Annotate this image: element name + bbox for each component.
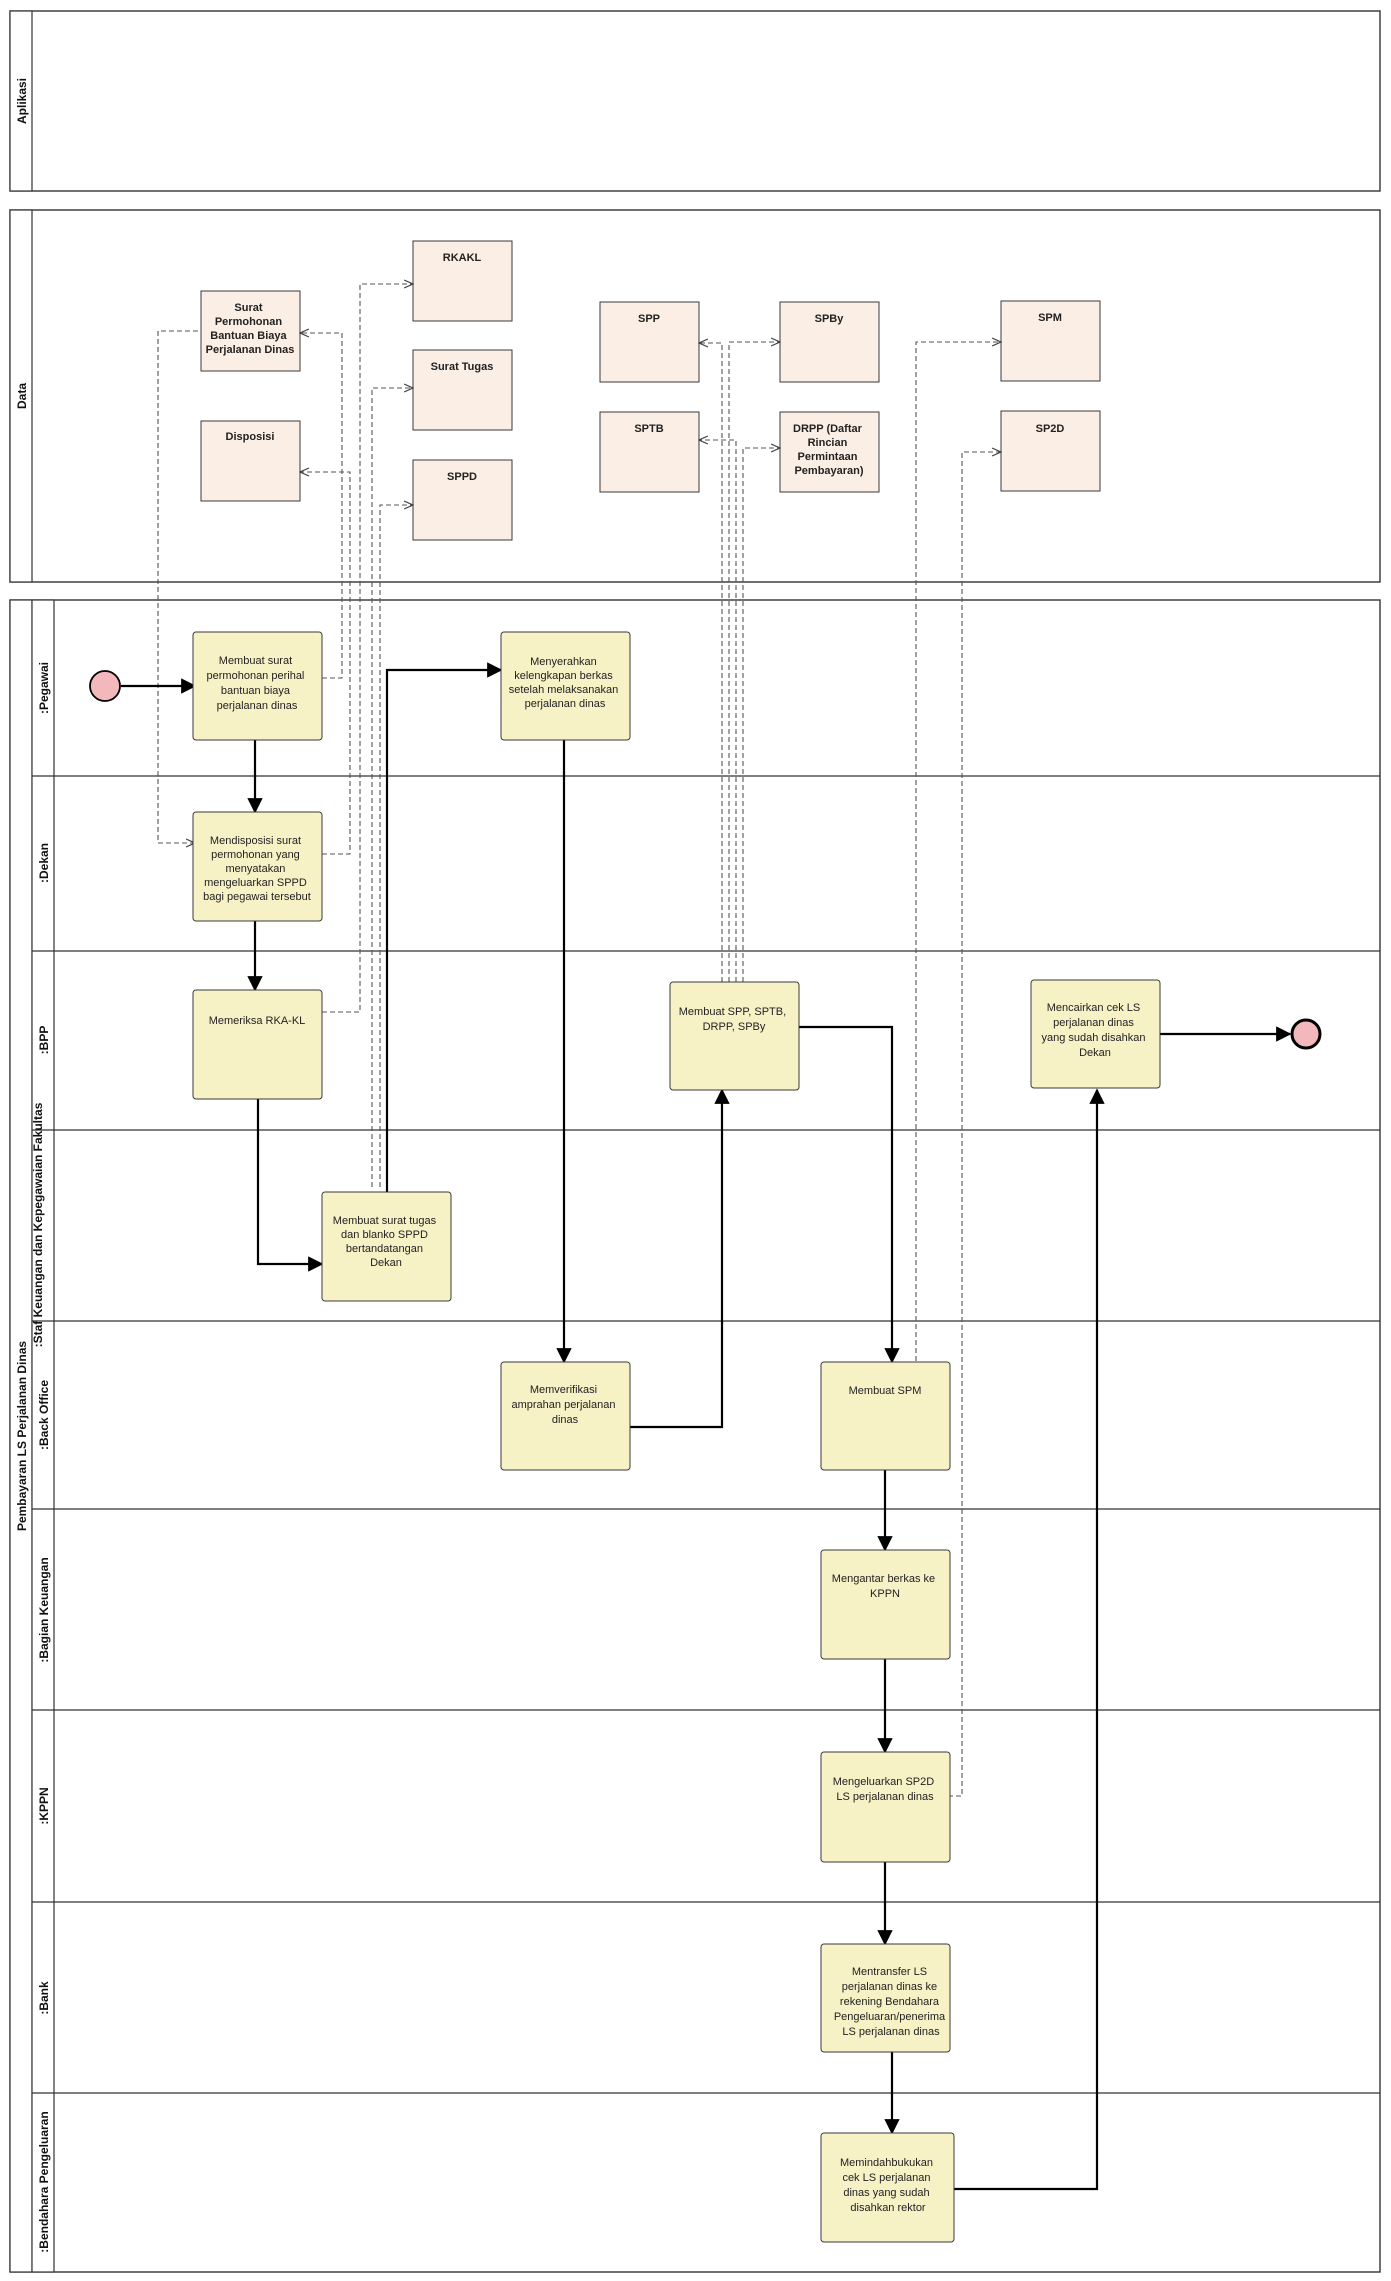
activity-mencairkan-cek <box>1030 979 1161 1089</box>
pool-data-label: Data <box>15 383 29 409</box>
data-sptb <box>599 411 700 493</box>
data-surat-permohonan <box>200 290 301 372</box>
svg-text:Disposisi: Disposisi <box>226 431 275 443</box>
data-spm <box>1000 300 1101 382</box>
start-event <box>89 670 121 702</box>
lane-label-kppn: :KPPN <box>37 1787 51 1824</box>
activity-memeriksa-rka-kl <box>192 989 323 1100</box>
svg-text:SPPD: SPPD <box>447 471 477 483</box>
svg-text:Mengantar berkas ke KPPN: Mengantar berkas ke KPPN <box>832 1573 938 1600</box>
activity-memverifikasi-amprahan <box>500 1361 631 1471</box>
end-event <box>1290 1018 1322 1050</box>
lane-label-back-office: :Back Office <box>37 1380 51 1450</box>
activity-membuat-spm <box>820 1361 951 1471</box>
activity-membuat-surat-tugas <box>321 1191 452 1302</box>
data-surat-tugas <box>412 349 513 431</box>
svg-text:Menyerahkan kelengkapan: Menyerahkan kelengkapan berkas setelah m… <box>509 656 622 710</box>
svg-text:Membuat surat permohonan: Membuat surat permohonan perihal bantuan… <box>207 655 308 712</box>
svg-text:SP2D: SP2D <box>1036 423 1065 435</box>
svg-text:Membuat SPM: Membuat SPM <box>849 1385 922 1397</box>
lane-label-bagian-keuangan: :Bagian Keuangan <box>37 1557 51 1662</box>
pool-data: Data <box>9 209 1381 583</box>
svg-text:Mengeluarkan SP2D LS per: Mengeluarkan SP2D LS perjalanan dinas <box>833 1776 938 1803</box>
svg-text:Surat Tugas: Surat Tugas <box>431 361 494 373</box>
svg-text:Surat Permohonan B: Surat Permohonan Bantuan Biaya Perjalana… <box>206 302 295 356</box>
svg-text:Mendisposisi surat permo: Mendisposisi surat permohonan yang menya… <box>203 835 311 903</box>
svg-text:Memverifikasi amprahan p: Memverifikasi amprahan perjalanan dinas <box>511 1384 618 1426</box>
activity-membuat-spp <box>669 981 800 1091</box>
data-spp <box>599 301 700 383</box>
activity-mendisposisi-surat <box>192 811 323 922</box>
svg-text:SPM: SPM <box>1038 312 1062 324</box>
lane-label-bendahara: :Bendahara Pengeluaran <box>37 2111 51 2252</box>
data-rkakl <box>412 240 513 322</box>
activities: Membuat surat permohonan perihal bantuan… <box>192 631 1161 2243</box>
data-objects: Surat Permohonan Bantuan Biaya Perjalana… <box>200 240 1101 541</box>
activity-menyerahkan-kelengkapan <box>500 631 631 741</box>
data-sppd <box>412 459 513 541</box>
activity-memindahbukukan-cek <box>820 2132 955 2243</box>
activity-mengeluarkan-sp2d <box>820 1751 951 1863</box>
svg-text:DRPP (Daftar Rincian: DRPP (Daftar Rincian Permintaan Pembayar… <box>793 423 865 477</box>
svg-text:Membuat surat tugas dan: Membuat surat tugas dan blanko SPPD bert… <box>333 1215 439 1269</box>
data-sp2d <box>1000 410 1101 492</box>
data-spby <box>779 301 880 383</box>
activity-mengantar-berkas <box>820 1549 951 1660</box>
data-associations <box>157 284 1001 1797</box>
data-drpp <box>779 411 880 493</box>
data-disposisi <box>200 420 301 502</box>
lane-label-staf-keuangan: :Staf Keuangan dan Kepegawaian Fakultas <box>31 1102 45 1347</box>
lane-label-bank: :Bank <box>37 1981 51 2015</box>
svg-text:Memindahbukukan cek LS p: Memindahbukukan cek LS perjalanan dinas … <box>840 2157 936 2214</box>
lane-label-pegawai: :Pegawai <box>37 662 51 714</box>
pool-process-label: Pembayaran LS Perjalanan Dinas <box>15 1341 29 1531</box>
svg-text:Mencairkan cek LS perjal: Mencairkan cek LS perjalanan dinas yang … <box>1041 1002 1148 1059</box>
svg-text:Mentransfer LS perjalana: Mentransfer LS perjalanan dinas ke reken… <box>834 1966 948 2038</box>
svg-text:SPP: SPP <box>638 313 660 325</box>
pool-aplikasi-label: Aplikasi <box>15 78 29 124</box>
pool-aplikasi: Aplikasi <box>9 10 1381 192</box>
svg-text:SPBy: SPBy <box>815 313 845 325</box>
svg-text:RKAKL: RKAKL <box>443 252 482 264</box>
svg-text:SPTB: SPTB <box>634 423 663 435</box>
svg-text:Membuat SPP, SPTB, DRPP,: Membuat SPP, SPTB, DRPP, SPBy <box>679 1006 789 1033</box>
lane-label-dekan: :Dekan <box>37 843 51 883</box>
activity-mentransfer-ls <box>820 1943 951 2053</box>
sequence-flows <box>121 662 1292 2191</box>
activity-membuat-surat-permohonan <box>192 631 323 741</box>
lane-label-bpp: :BPP <box>37 1026 51 1055</box>
svg-text:Memeriksa RKA-KL: Memeriksa RKA-KL <box>209 1015 306 1027</box>
